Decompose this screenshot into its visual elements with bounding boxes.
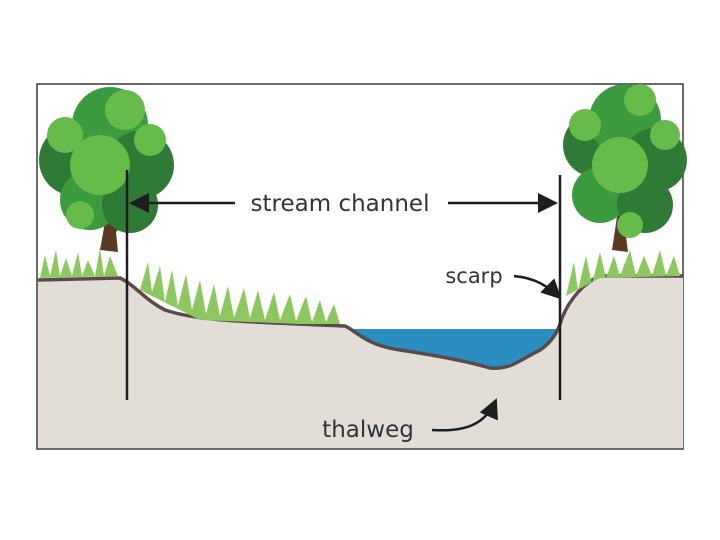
water-channel bbox=[350, 329, 558, 368]
thalweg-label: thalweg bbox=[322, 417, 414, 443]
grass-right-bank bbox=[566, 250, 680, 296]
scarp-label: scarp bbox=[445, 264, 502, 288]
tree-left bbox=[39, 87, 174, 252]
scarp-arrow bbox=[513, 274, 562, 300]
thalweg-arrow bbox=[431, 398, 498, 432]
stream-channel-label: stream channel bbox=[251, 191, 430, 217]
grass-left-bank bbox=[40, 248, 340, 324]
tree-right bbox=[563, 84, 687, 252]
